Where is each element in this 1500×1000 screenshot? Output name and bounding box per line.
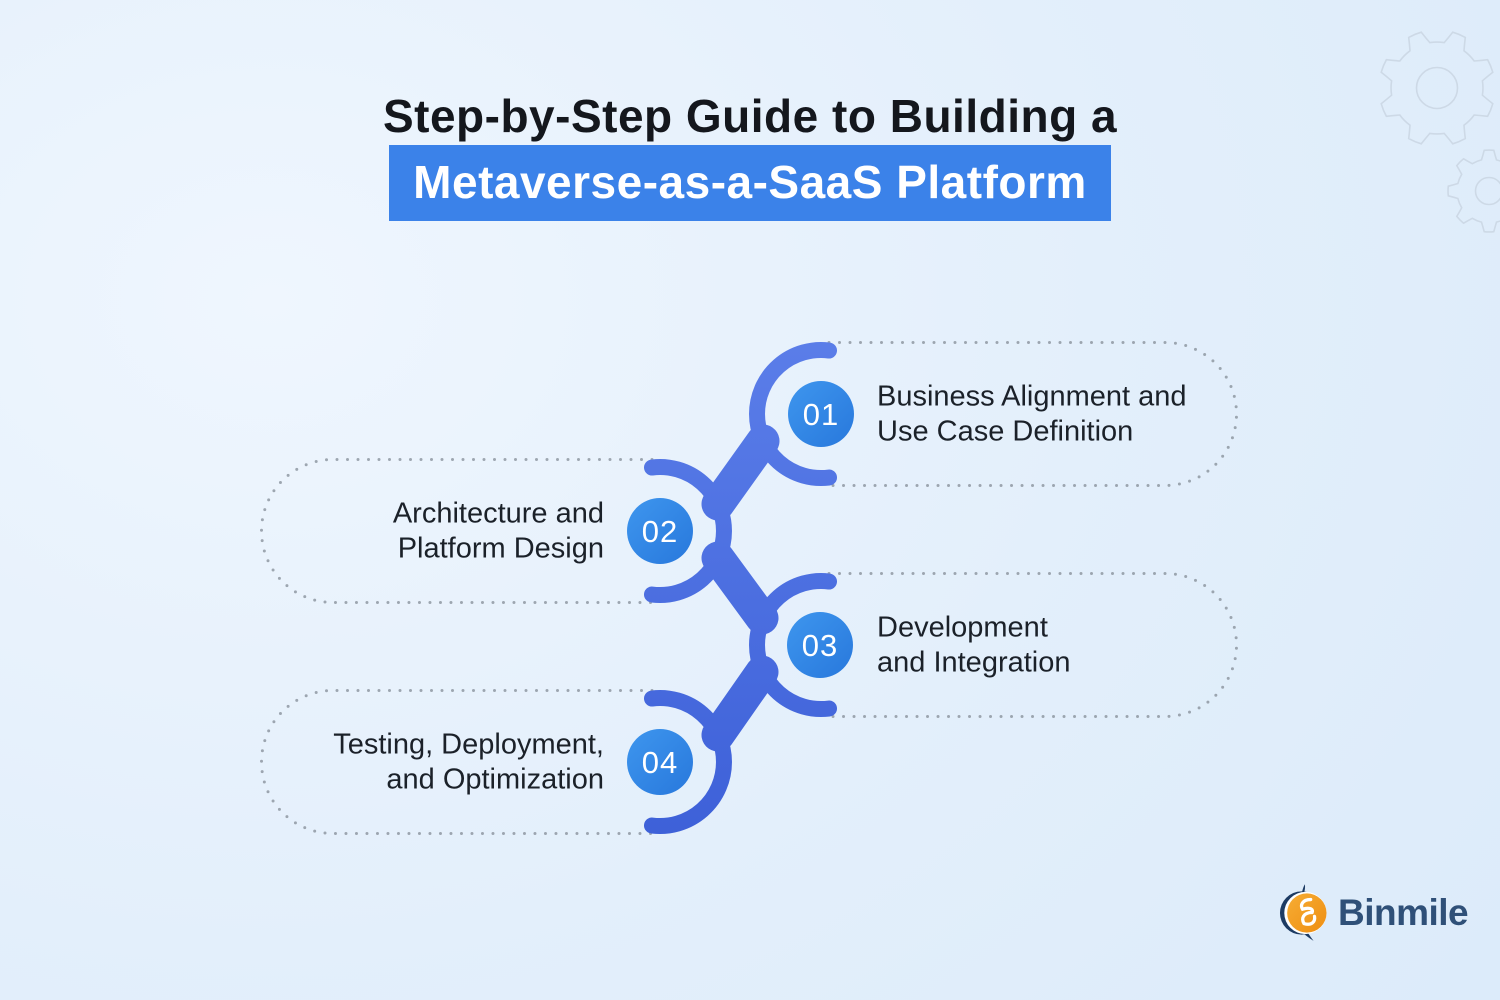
step-label-2: Architecture and Platform Design	[392, 497, 604, 565]
page-title-ribbon: Metaverse-as-a-SaaS Platform	[389, 145, 1111, 221]
step-number-circle	[627, 498, 693, 564]
logo-spike	[1302, 884, 1306, 893]
step-number: 04	[642, 745, 678, 780]
swoosh-connector	[701, 655, 779, 752]
swoosh-arc-1	[749, 342, 837, 486]
binmile-logo-text: Binmile	[1338, 892, 1469, 933]
step-number-circle	[787, 612, 853, 678]
gear-icon	[1380, 31, 1494, 145]
step-number: 01	[803, 397, 839, 432]
swoosh-connector	[701, 424, 780, 521]
logo-b-swirl	[1299, 897, 1317, 926]
gear-icon	[1447, 149, 1500, 233]
gear-decor-group	[1380, 31, 1500, 233]
swoosh-arc-4	[644, 690, 732, 834]
step-pill-outline-2	[260, 458, 654, 604]
title-block: Step-by-Step Guide to Building a Metaver…	[0, 88, 1500, 221]
page-title: Step-by-Step Guide to Building a	[382, 90, 1118, 142]
gear-hole	[1474, 176, 1500, 206]
swoosh-arc-2	[644, 459, 732, 603]
step-number: 02	[642, 514, 678, 549]
step-label-3: Development and Integration	[877, 611, 1071, 679]
swoosh-arc-3	[749, 573, 837, 717]
step-label-4: Testing, Deployment, and Optimization	[333, 728, 604, 796]
step-label-1: Business Alignment and Use Case Definiti…	[877, 380, 1187, 448]
swoosh-connector	[701, 541, 779, 635]
step-pill-outline-4	[260, 689, 654, 835]
step-number: 03	[802, 628, 838, 663]
step-number-circle	[627, 729, 693, 795]
binmile-logo-icon	[1279, 884, 1327, 941]
binmile-logo: Binmile	[1279, 884, 1469, 942]
gear-hole	[1415, 66, 1459, 110]
step-number-circle	[788, 381, 854, 447]
